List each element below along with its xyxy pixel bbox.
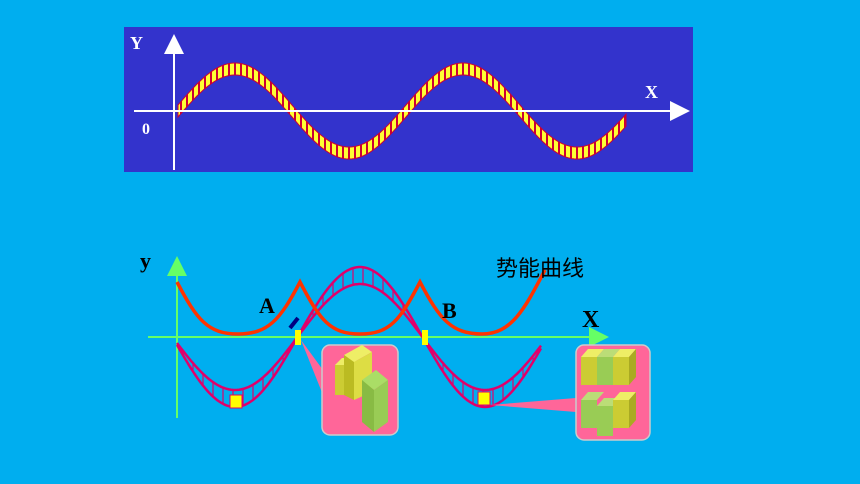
top-panel-background (124, 27, 693, 172)
inset-box-deformed (321, 344, 399, 436)
point-b-label: B (442, 298, 457, 323)
potential-curve-label: 势能曲线 (496, 257, 584, 282)
bottom-y-label: y (140, 248, 151, 273)
particle-element-3 (295, 330, 301, 345)
top-origin-label: 0 (142, 121, 150, 138)
potential-energy-panel: y X A B 势能曲线 (140, 248, 651, 441)
potential-energy-curve (175, 269, 547, 336)
deformed-cubes (335, 345, 388, 432)
callout-pointer-2 (490, 398, 576, 412)
regular-cubes (581, 349, 636, 436)
transverse-wave-panel: Y X 0 (124, 27, 693, 172)
inset-box-regular (575, 344, 651, 441)
particle-element-4 (422, 330, 428, 345)
bottom-x-label: X (582, 307, 600, 333)
wave-curve-upper (176, 282, 542, 392)
callout-pointer-1 (301, 340, 323, 395)
top-y-label: Y (130, 33, 143, 53)
tilted-element (288, 316, 300, 330)
particle-element-1 (229, 394, 243, 409)
point-a-label: A (259, 293, 275, 318)
particle-element-2 (477, 391, 491, 406)
top-x-label: X (645, 82, 658, 102)
